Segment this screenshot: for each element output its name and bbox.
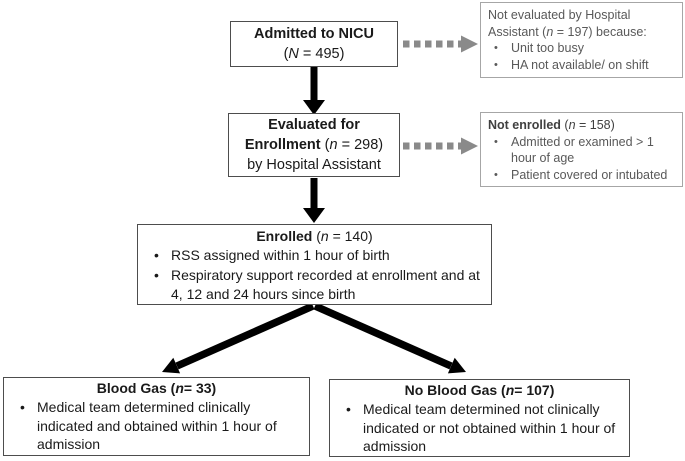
admitted-title: Admitted to NICU: [253, 26, 374, 42]
evaluated-line1: Evaluated for: [268, 117, 360, 133]
not-enrolled-bullet-1: Admitted or examined > 1 hour of age: [488, 134, 678, 167]
not-evaluated-line1: Not evaluated by Hospital: [488, 8, 631, 22]
blood-gas-title: Blood Gas (n= 33): [96, 380, 217, 396]
flow-node-evaluated: Evaluated for Enrollment (n = 298) by Ho…: [228, 113, 400, 177]
arrow-enrolled-to-blood-gas: [162, 302, 315, 374]
no-blood-gas-title: No Blood Gas (n= 107): [404, 382, 555, 398]
enrolled-title: Enrolled (n = 140): [256, 228, 373, 244]
flow-node-blood-gas: Blood Gas (n= 33) Medical team determine…: [3, 377, 310, 456]
evaluated-line3: by Hospital Assistant: [247, 157, 381, 173]
flow-node-not-enrolled: Not enrolled (n = 158) Admitted or exami…: [480, 112, 683, 187]
flow-node-enrolled: Enrolled (n = 140) RSS assigned within 1…: [137, 224, 492, 305]
arrow-enrolled-to-no-blood-gas: [313, 302, 466, 374]
flow-node-no-blood-gas: No Blood Gas (n= 107) Medical team deter…: [329, 379, 630, 457]
not-evaluated-bullet-1: Unit too busy: [488, 40, 678, 57]
flow-node-not-evaluated: Not evaluated by Hospital Assistant (n =…: [480, 2, 683, 78]
not-enrolled-title: Not enrolled (n = 158): [488, 118, 615, 132]
arrow-admitted-to-evaluated: [303, 67, 325, 115]
blood-gas-bullet-1: Medical team determined clinically indic…: [10, 398, 303, 454]
enrolled-bullet-1: RSS assigned within 1 hour of birth: [144, 246, 485, 266]
arrow-evaluated-to-not-enrolled: [403, 137, 478, 155]
not-evaluated-line2: Assistant (n = 197) because:: [488, 24, 647, 39]
flow-node-admitted: Admitted to NICU (N = 495): [230, 21, 398, 67]
admitted-count: (N = 495): [283, 46, 345, 62]
not-enrolled-bullet-2: Patient covered or intubated: [488, 167, 678, 184]
not-evaluated-bullet-2: HA not available/ on shift: [488, 57, 678, 74]
enrolled-bullet-2: Respiratory support recorded at enrollme…: [144, 266, 485, 305]
arrow-admitted-to-not-evaluated: [403, 35, 478, 53]
evaluated-line2: Enrollment (n = 298): [244, 137, 384, 153]
no-blood-gas-bullet-1: Medical team determined not clinically i…: [336, 400, 623, 456]
arrow-evaluated-to-enrolled: [303, 178, 325, 223]
